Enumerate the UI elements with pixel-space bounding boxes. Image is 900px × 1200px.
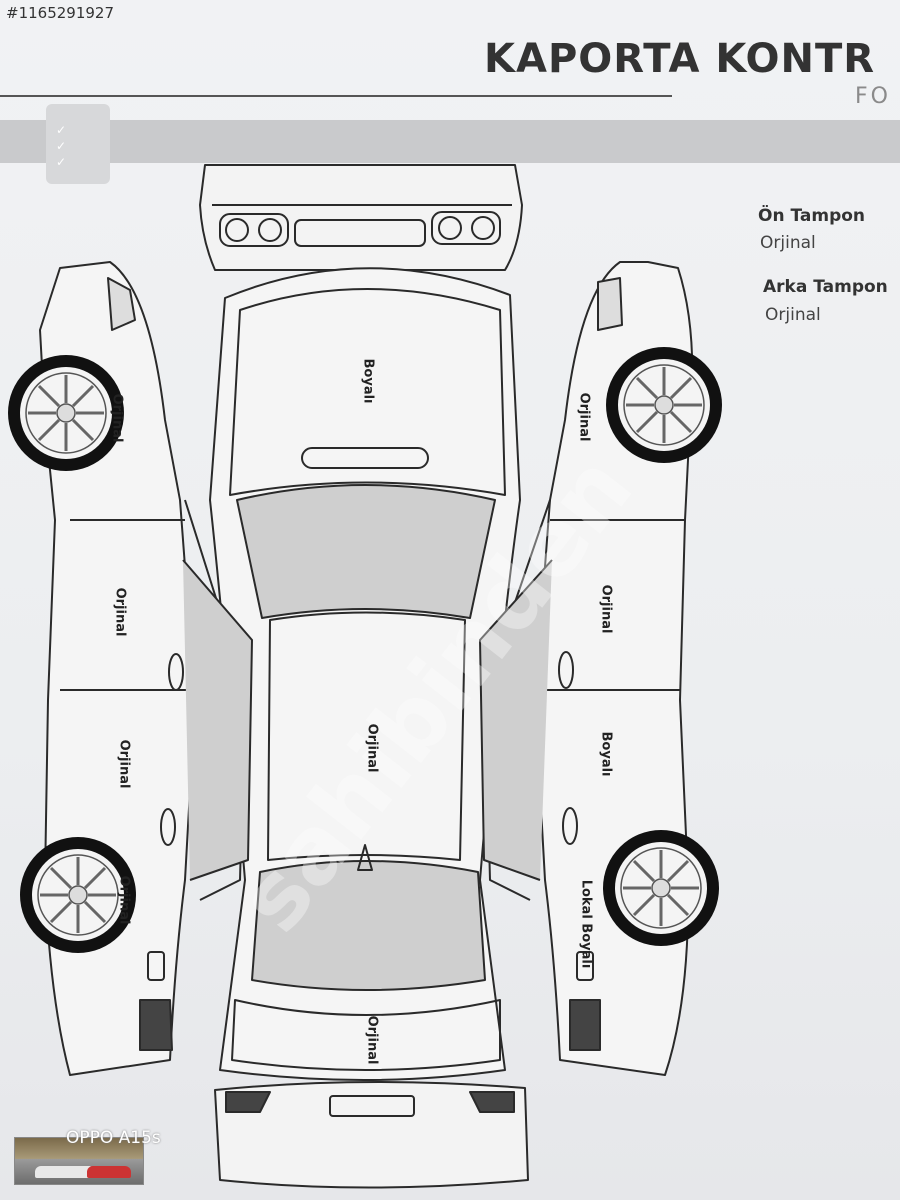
hood-status: Boyalı: [360, 358, 376, 404]
right-rear-door-status: Boyalı: [598, 731, 614, 777]
front-bumper-shape: [199, 164, 523, 271]
left-rear-door-status: Orjinal: [116, 739, 132, 789]
header-rule: [0, 95, 672, 97]
right-front-wheel: [604, 345, 724, 465]
document-title: KAPORTA KONTR: [484, 36, 876, 82]
right-front-door-status: Orjinal: [598, 584, 614, 634]
trunk-status: Orjinal: [364, 1015, 380, 1065]
left-front-door-status: Orjinal: [112, 587, 128, 637]
document-subtitle: FO: [855, 84, 891, 109]
front-bumper-label: Ön Tampon: [758, 206, 866, 226]
rear-bumper-shape: [214, 1080, 529, 1189]
car-top-view: [209, 267, 521, 1081]
rear-bumper-label: Arka Tampon: [763, 277, 888, 297]
front-bumper-value: Orjinal: [760, 233, 816, 253]
header-band: [0, 120, 900, 163]
right-rear-fender-status: Lokal Boyalı: [578, 879, 594, 969]
listing-id: #1165291927: [6, 4, 115, 22]
thumbnail-image: [14, 1137, 144, 1185]
roof-status: Orjinal: [364, 723, 380, 773]
left-rear-fender-status: Orjinal: [116, 875, 132, 925]
checklist-icon: ✓✓✓: [46, 104, 110, 184]
left-front-wheel: [6, 353, 126, 473]
camera-watermark: OPPO A15s: [66, 1128, 161, 1148]
left-front-fender-status: Orjinal: [109, 393, 125, 443]
rear-bumper-value: Orjinal: [765, 305, 821, 325]
right-rear-wheel: [601, 828, 721, 948]
right-front-fender-status: Orjinal: [576, 392, 592, 442]
